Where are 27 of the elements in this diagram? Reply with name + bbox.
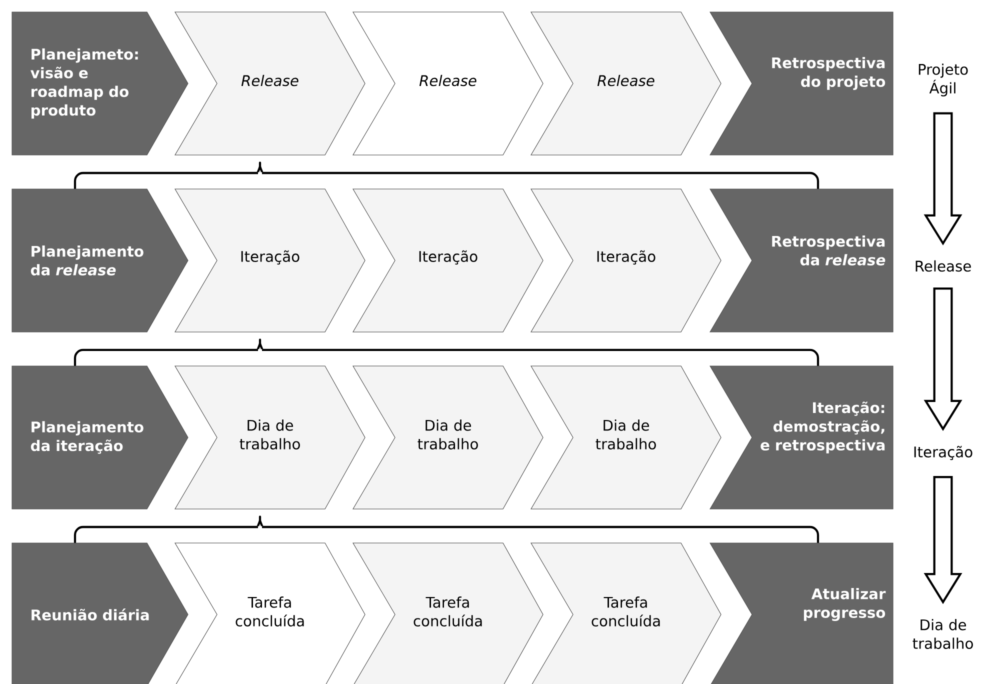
process-step: Dia de trabalho [530,366,722,510]
block-arrow [924,112,962,246]
process-step: Tarefa concluída [174,542,366,684]
stage-box: Iteração: demostração, e retrospectiva [710,366,894,510]
stage-box: Atualizar progresso [710,542,894,684]
process-step: Iteração [352,188,544,332]
level-label: Release [916,260,971,272]
block-arrow [924,476,962,604]
stage-box: Retrospectiva da release [710,188,894,332]
level-label: Iteração [914,446,972,460]
process-step: Dia de trabalho [352,366,544,510]
process-step: Iteração [174,188,366,332]
process-step: Release [174,12,366,156]
stage-box: Reunião diária [12,542,188,684]
process-step: Release [352,12,544,156]
level-label: Dia de trabalho [912,618,973,649]
process-step: Iteração [530,188,722,332]
stage-box: Planejamento da iteração [12,366,188,510]
level-label: Projeto Ágil [918,64,968,96]
process-step: Tarefa concluída [530,542,722,684]
process-step: Tarefa concluída [352,542,544,684]
stage-box: Retrospectiva do projeto [710,12,894,156]
stage-box: Planejamento da release [12,188,188,332]
process-step: Release [530,12,722,156]
block-arrow [924,288,962,431]
process-step: Dia de trabalho [174,366,366,510]
stage-box: Planejameto: visão e roadmap do produto [12,12,188,156]
